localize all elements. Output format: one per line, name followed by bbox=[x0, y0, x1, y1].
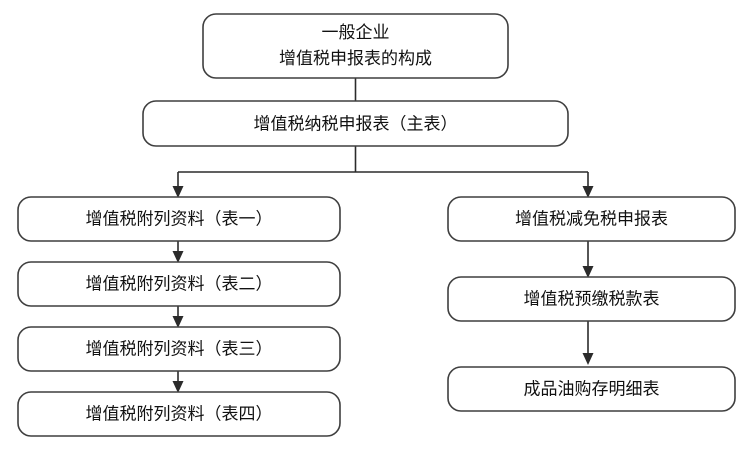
arrowhead-bus-to-right bbox=[582, 186, 594, 198]
arrowhead-right-2-to-3 bbox=[582, 353, 594, 365]
node-attachment-3-shape bbox=[17, 326, 341, 372]
node-prepaid-form[interactable]: 增值税预缴税款表 bbox=[447, 276, 736, 322]
node-oil-form-shape bbox=[447, 366, 736, 412]
node-root[interactable]: 一般企业 增值税申报表的构成 bbox=[202, 13, 509, 79]
node-root-label-line1: 一般企业 bbox=[322, 23, 390, 43]
node-attachment-1-label: 增值税附列资料（表一） bbox=[86, 210, 273, 230]
node-attachment-2-shape bbox=[17, 261, 341, 307]
connector-layer bbox=[172, 78, 594, 393]
node-attachment-2-label: 增值税附列资料（表二） bbox=[86, 275, 273, 295]
node-reduction-form-shape bbox=[447, 196, 736, 242]
node-attachment-4-label: 增值税附列资料（表四） bbox=[86, 405, 273, 425]
node-attachment-3-label: 增值税附列资料（表三） bbox=[86, 340, 273, 360]
node-reduction-form[interactable]: 增值税减免税申报表 bbox=[447, 196, 736, 242]
node-oil-form[interactable]: 成品油购存明细表 bbox=[447, 366, 736, 412]
node-attachment-1[interactable]: 增值税附列资料（表一） bbox=[17, 196, 341, 242]
node-main-form-label: 增值税纳税申报表（主表） bbox=[254, 115, 458, 135]
arrowhead-left-1-to-2 bbox=[172, 251, 184, 263]
node-reduction-form-label: 增值税减免税申报表 bbox=[515, 210, 668, 230]
arrowhead-right-1-to-2 bbox=[582, 266, 594, 278]
node-main-form-shape bbox=[142, 100, 569, 147]
node-attachment-4[interactable]: 增值税附列资料（表四） bbox=[17, 391, 341, 437]
node-main-form[interactable]: 增值税纳税申报表（主表） bbox=[142, 100, 569, 147]
node-attachment-1-shape bbox=[17, 196, 341, 242]
arrowhead-left-3-to-4 bbox=[172, 381, 184, 393]
arrowhead-bus-to-left bbox=[172, 186, 184, 198]
node-prepaid-form-shape bbox=[447, 276, 736, 322]
arrowhead-left-2-to-3 bbox=[172, 316, 184, 328]
node-prepaid-form-label: 增值税预缴税款表 bbox=[524, 290, 660, 310]
node-root-shape bbox=[202, 13, 509, 79]
node-attachment-2[interactable]: 增值税附列资料（表二） bbox=[17, 261, 341, 307]
node-attachment-4-shape bbox=[17, 391, 341, 437]
node-attachment-3[interactable]: 增值税附列资料（表三） bbox=[17, 326, 341, 372]
node-root-label-line2: 增值税申报表的构成 bbox=[279, 49, 432, 69]
node-oil-form-label: 成品油购存明细表 bbox=[524, 380, 660, 400]
